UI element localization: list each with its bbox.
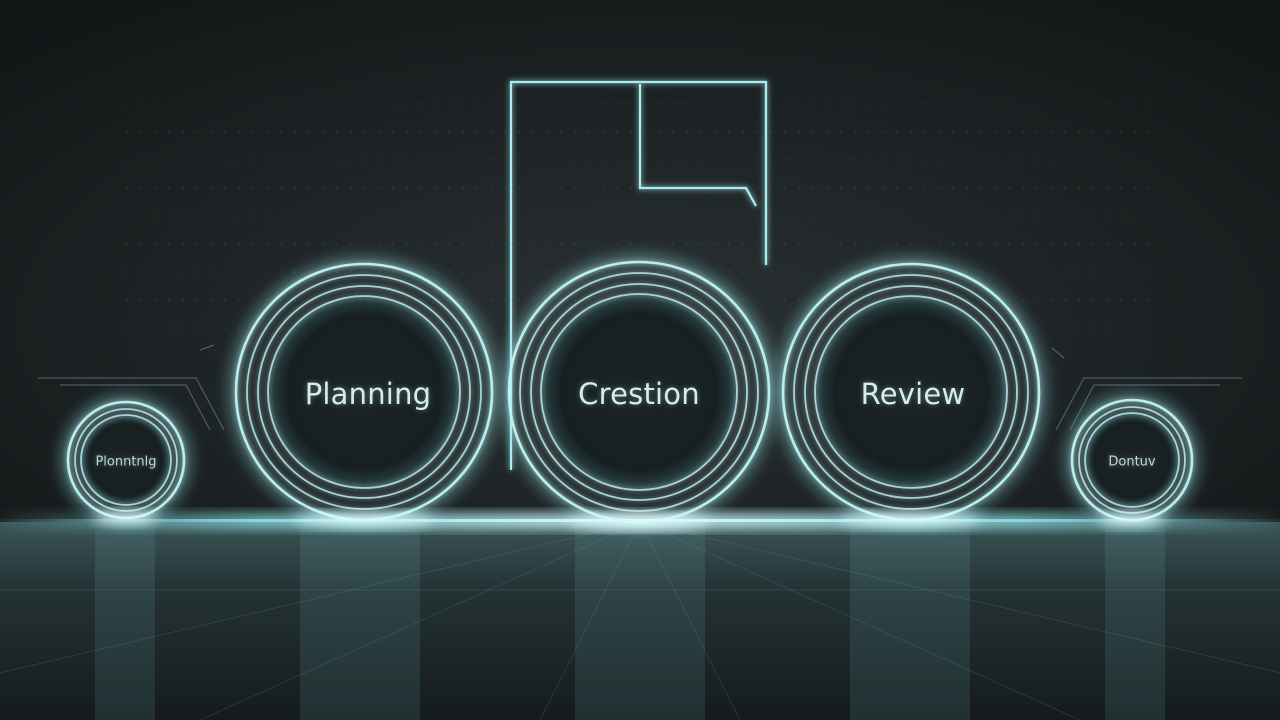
- stage-node-planning: [227, 255, 501, 529]
- stage-base-glow: [840, 514, 982, 526]
- stage-disk: [81, 415, 171, 505]
- stage-label-side-right: Dontuv: [1108, 454, 1156, 470]
- stage-ring: [1078, 406, 1186, 514]
- stage-ring: [814, 295, 1008, 489]
- stage-node-creation: [500, 253, 778, 531]
- stage-ring: [257, 285, 471, 499]
- stage-ring: [530, 283, 748, 501]
- stage-ring: [246, 274, 482, 510]
- stage-label-planning: Planning: [304, 377, 432, 411]
- stage-node-side-right: [1063, 391, 1201, 529]
- stage-label-review: Review: [860, 377, 966, 411]
- stage-ring: [519, 272, 759, 512]
- stage-node-review: [774, 255, 1048, 529]
- stage-ring: [267, 295, 461, 489]
- floor-plane: [0, 522, 1280, 720]
- document-outline: [509, 80, 768, 470]
- stage-disk: [541, 294, 737, 490]
- stage-ring: [804, 285, 1018, 499]
- stage-ring: [80, 414, 172, 506]
- stage-label-side-left: Plonntnlg: [95, 454, 157, 470]
- stage-base-glow: [94, 512, 158, 524]
- stage-ring: [1084, 412, 1180, 508]
- floor-reflections: [95, 530, 1165, 720]
- stage-base-glow: [293, 514, 435, 526]
- stage-disk: [1085, 413, 1179, 507]
- stage-disk: [268, 296, 460, 488]
- stage-base-glow: [1099, 514, 1165, 526]
- stage-disk: [815, 296, 1007, 488]
- stage-ring: [793, 274, 1029, 510]
- side-brackets: [38, 344, 1242, 431]
- stage-node-side-left: [59, 393, 193, 527]
- floor-grid: [0, 521, 1280, 720]
- stage-label-creation: Crestion: [578, 377, 700, 411]
- stage-ring: [74, 408, 178, 512]
- stage-ring: [540, 293, 738, 491]
- stage-base-glow: [567, 516, 711, 528]
